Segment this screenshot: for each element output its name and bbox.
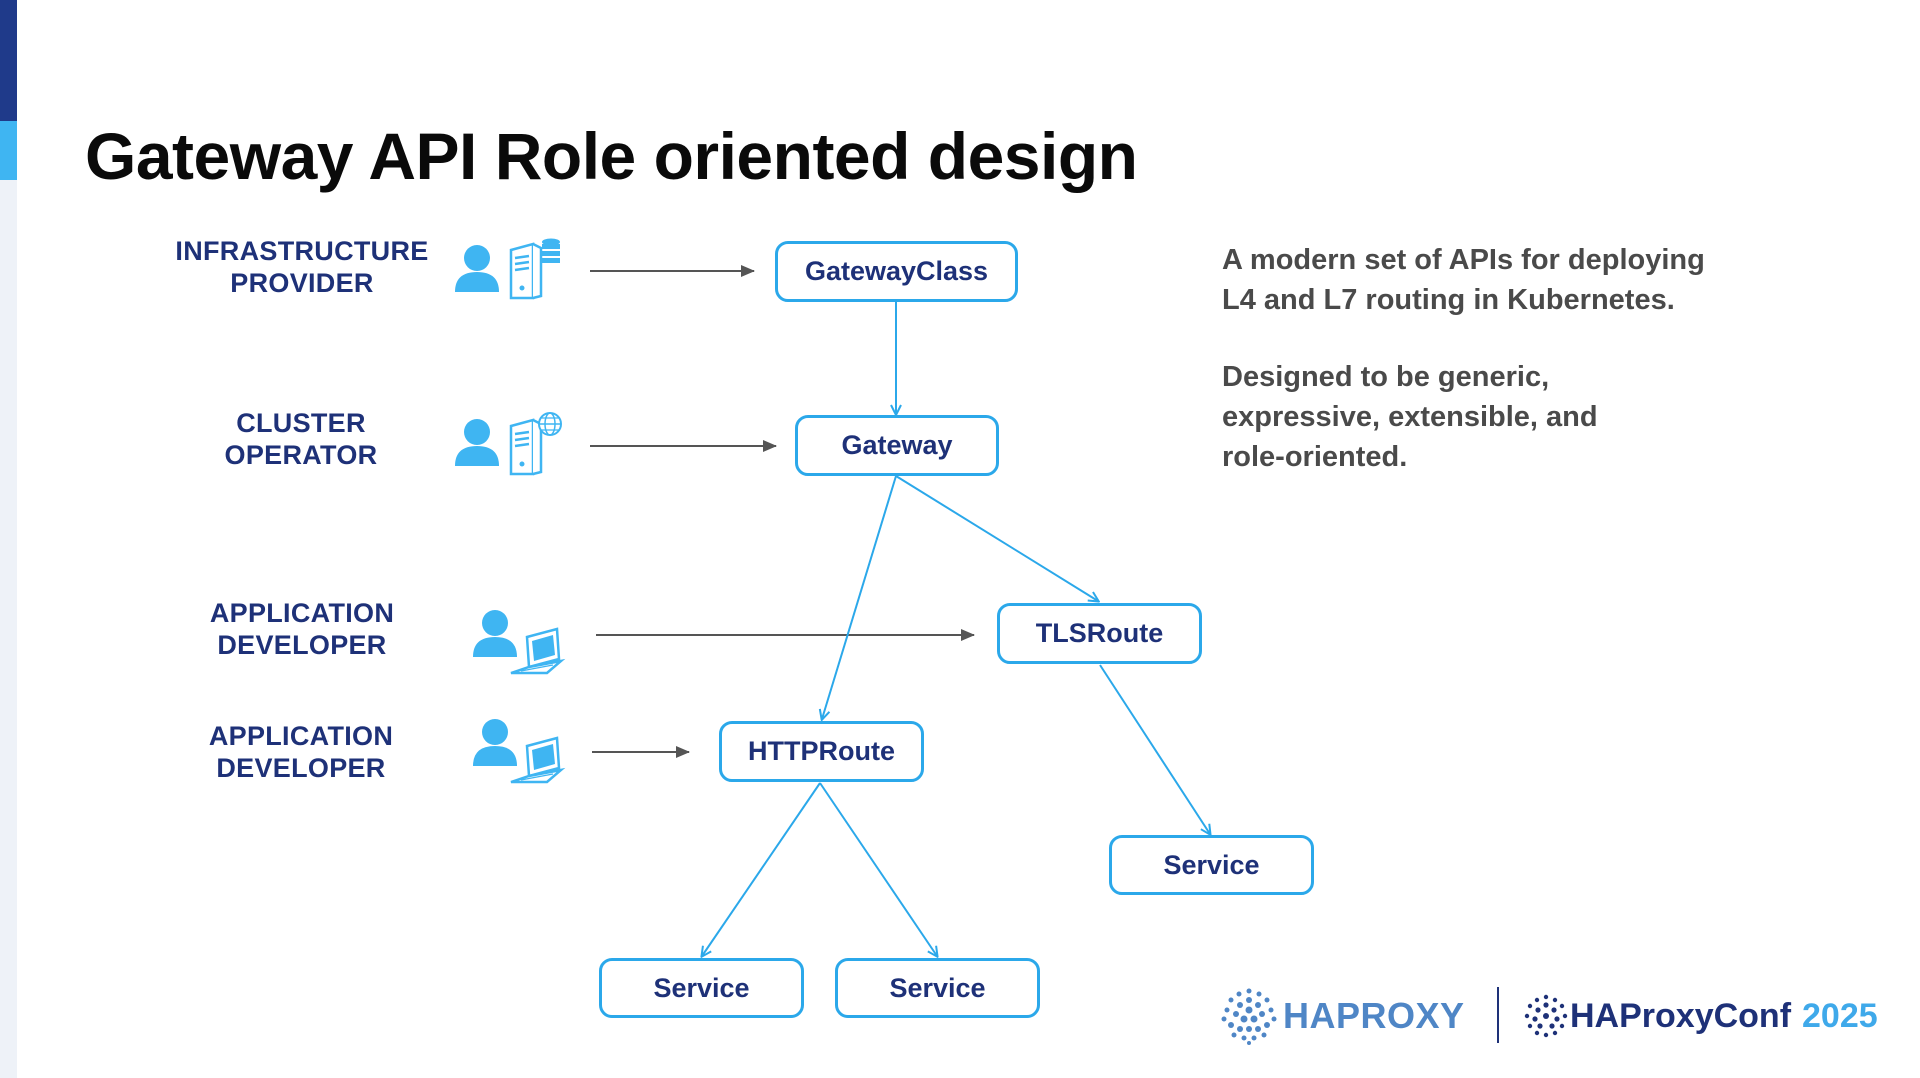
- description-paragraph-1: A modern set of APIs for deploying L4 an…: [1222, 240, 1822, 320]
- role-label-line2: OPERATOR: [224, 440, 378, 470]
- description-line: L4 and L7 routing in Kubernetes.: [1222, 284, 1675, 316]
- accent-bar-light: [0, 121, 17, 180]
- node-gatewayclass[interactable]: GatewayClass: [775, 241, 1018, 302]
- haproxy-brand-text: HAPROXY: [1283, 995, 1465, 1036]
- haproxyconf-logo-icon: [1524, 994, 1568, 1038]
- haproxyconf-year: 2025: [1802, 996, 1878, 1035]
- role-label-line1: INFRASTRUCTURE: [175, 236, 429, 266]
- description-paragraph-2: Designed to be generic, expressive, exte…: [1222, 357, 1822, 477]
- edge-gateway-httproute: [822, 475, 897, 719]
- user-server-db-icon: [455, 238, 560, 300]
- node-service-tls[interactable]: Service: [1109, 835, 1314, 895]
- role-label-line2: DEVELOPER: [217, 630, 387, 660]
- edge-httproute-service-2: [819, 782, 937, 956]
- description-line: expressive, extensible, and: [1222, 401, 1598, 433]
- edge-tlsroute-service: [1099, 664, 1210, 834]
- role-application-developer-1: APPLICATION DEVELOPER: [152, 597, 452, 661]
- role-application-developer-2: APPLICATION DEVELOPER: [151, 720, 451, 784]
- role-label-line1: CLUSTER: [236, 408, 366, 438]
- role-label-line2: DEVELOPER: [216, 753, 386, 783]
- edge-gateway-tlsroute: [895, 475, 1098, 601]
- node-service-http-1[interactable]: Service: [599, 958, 804, 1018]
- description-line: role-oriented.: [1222, 441, 1408, 473]
- footer-divider: [1497, 987, 1499, 1043]
- node-gateway[interactable]: Gateway: [795, 415, 999, 476]
- user-laptop-icon: [473, 610, 566, 675]
- left-accent-bar: [0, 0, 17, 1078]
- role-label-line2: PROVIDER: [230, 268, 374, 298]
- page-title: Gateway API Role oriented design: [85, 119, 1138, 193]
- description-line: Designed to be generic,: [1222, 361, 1550, 393]
- node-service-http-2[interactable]: Service: [835, 958, 1040, 1018]
- haproxyconf-brand-text: HAProxyConf: [1570, 996, 1792, 1035]
- node-tlsroute[interactable]: TLSRoute: [997, 603, 1202, 664]
- role-cluster-operator: CLUSTER OPERATOR: [151, 407, 451, 471]
- description-line: A modern set of APIs for deploying: [1222, 244, 1705, 276]
- role-label-line1: APPLICATION: [208, 721, 394, 751]
- accent-bar-dark: [0, 0, 17, 121]
- role-label-line1: APPLICATION: [209, 598, 395, 628]
- edge-httproute-service-1: [702, 782, 821, 956]
- haproxy-logo-icon: [1221, 988, 1277, 1045]
- user-laptop-icon: [473, 719, 566, 784]
- node-httproute[interactable]: HTTPRoute: [719, 721, 924, 782]
- user-server-globe-icon: [455, 412, 562, 476]
- role-infrastructure-provider: INFRASTRUCTURE PROVIDER: [152, 235, 452, 299]
